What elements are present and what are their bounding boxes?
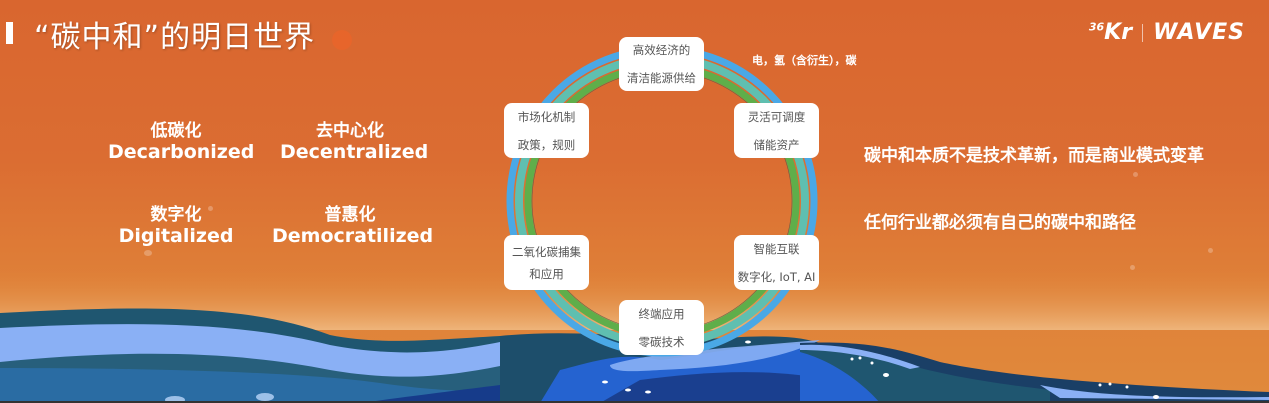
logo-divider (1142, 23, 1144, 42)
quadrant-democratilized: 普惠化 Democratilized (272, 205, 434, 247)
node-line: 灵活可调度 (747, 109, 806, 124)
cycle-node-storage: 灵活可调度 储能资产 (734, 103, 819, 158)
decor-dot (332, 30, 352, 50)
title-accent-bar (6, 22, 13, 44)
statement-business-model: 碳中和本质不是技术革新，而是商业模式变革 (864, 146, 1204, 166)
cycle-node-clean-energy: 高效经济的 清洁能源供给 (619, 37, 704, 91)
node-line: 市场化机制 (517, 109, 576, 124)
page-title: “碳中和”的明日世界 (34, 20, 316, 55)
node-line: 高效经济的 (632, 43, 691, 57)
decor-dot (1208, 248, 1213, 253)
node-line: 政策，规则 (517, 137, 576, 152)
quadrant-en: Democratilized (272, 225, 434, 247)
node-line: 数字化, IoT, AI (737, 269, 816, 284)
quadrant-cn: 普惠化 (324, 205, 376, 225)
node-line: 终端应用 (638, 306, 685, 321)
quadrant-cn: 低碳化 (150, 121, 202, 141)
node-line: 储能资产 (753, 137, 800, 152)
node-line: 二氧化碳捕集 (512, 244, 581, 259)
quadrant-en: Decentralized (280, 141, 429, 163)
quadrant-cn: 去中心化 (316, 121, 384, 141)
quadrant-decentralized: 去中心化 Decentralized (280, 121, 429, 163)
quadrant-digitalized: 数字化 Digitalized (112, 205, 240, 247)
brand-logo: 36Kr WAVES (1089, 20, 1245, 45)
quadrant-cn: 数字化 (150, 205, 202, 225)
decor-dot (1130, 265, 1135, 270)
cycle-node-smart-connect: 智能互联 数字化, IoT, AI (734, 235, 819, 290)
logo-36kr: 36Kr (1088, 20, 1133, 45)
node-line: 智能互联 (753, 241, 800, 256)
cycle-node-market: 市场化机制 政策，规则 (504, 103, 589, 158)
cycle-node-ccus: 二氧化碳捕集 和应用 (504, 235, 589, 290)
node-line: 零碳技术 (638, 334, 685, 349)
quadrant-en: Digitalized (118, 225, 234, 247)
decor-dot (144, 250, 152, 256)
decor-dot (1133, 172, 1138, 177)
statement-industry-path: 任何行业都必须有自己的碳中和路径 (864, 213, 1136, 233)
logo-waves: WAVES (1153, 20, 1245, 45)
decor-dot (208, 206, 213, 211)
quadrant-en: Decarbonized (108, 141, 255, 163)
node-line: 和应用 (529, 266, 564, 281)
energy-carriers-note: 电，氢（含衍生），碳 (752, 54, 857, 67)
cycle-node-end-use: 终端应用 零碳技术 (619, 300, 704, 355)
quadrant-decarbonized: 低碳化 Decarbonized (108, 121, 255, 163)
node-line: 清洁能源供给 (627, 71, 696, 85)
